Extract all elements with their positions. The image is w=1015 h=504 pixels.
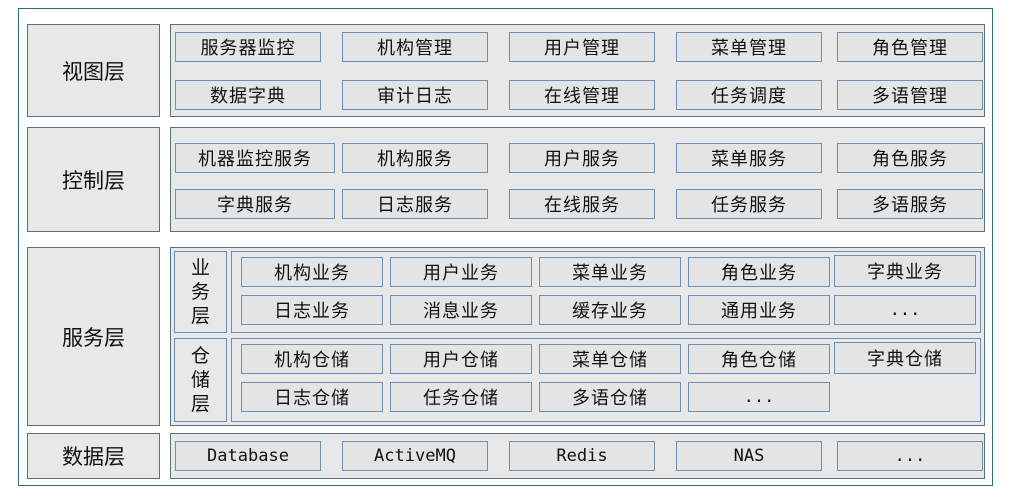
service-layer-label: 服务层: [27, 247, 160, 426]
repository-item: ...: [688, 382, 830, 412]
business-item: 字典业务: [834, 255, 976, 287]
view-item: 角色管理: [837, 32, 983, 62]
repository-label-char: 仓: [190, 345, 210, 367]
repository-item: 用户仓储: [390, 344, 532, 374]
view-item: 多语管理: [837, 80, 983, 110]
repository-item: 机构仓储: [241, 344, 383, 374]
repository-layer-label: 仓 储 层: [174, 338, 227, 422]
repository-item: 多语仓储: [539, 382, 681, 412]
architecture-frame: [18, 8, 993, 486]
business-label-char: 业: [190, 257, 210, 279]
view-item: 菜单管理: [676, 32, 822, 62]
business-item: 菜单业务: [539, 257, 681, 287]
control-item: 在线服务: [509, 189, 655, 219]
repository-item: 角色仓储: [688, 344, 830, 374]
control-item: 角色服务: [837, 143, 983, 173]
business-item: 日志业务: [241, 295, 383, 325]
control-item: 日志服务: [342, 189, 488, 219]
control-item: 菜单服务: [676, 143, 822, 173]
view-item: 机构管理: [342, 32, 488, 62]
business-item: 缓存业务: [539, 295, 681, 325]
business-layer-label: 业 务 层: [174, 251, 227, 333]
control-item: 机器监控服务: [175, 143, 335, 173]
data-item: Redis: [509, 441, 655, 471]
business-label-char: 层: [190, 305, 210, 327]
business-item: ...: [834, 295, 976, 325]
control-layer-label: 控制层: [27, 127, 160, 232]
control-item: 任务服务: [676, 189, 822, 219]
repository-item: 字典仓储: [834, 342, 976, 374]
control-item: 字典服务: [175, 189, 335, 219]
data-item: NAS: [676, 441, 822, 471]
view-item: 在线管理: [509, 80, 655, 110]
business-item: 用户业务: [390, 257, 532, 287]
business-label-char: 务: [190, 281, 210, 303]
business-item: 通用业务: [688, 295, 830, 325]
data-item: ...: [837, 441, 983, 471]
control-item: 多语服务: [837, 189, 983, 219]
repository-item: 任务仓储: [390, 382, 532, 412]
business-item: 角色业务: [688, 257, 830, 287]
repository-label-char: 储: [190, 369, 210, 391]
control-item: 机构服务: [342, 143, 488, 173]
view-layer-label: 视图层: [27, 24, 160, 117]
business-item: 机构业务: [241, 257, 383, 287]
repository-label-char: 层: [190, 393, 210, 415]
data-item: Database: [175, 441, 321, 471]
repository-item: 日志仓储: [241, 382, 383, 412]
view-item: 任务调度: [676, 80, 822, 110]
view-item: 服务器监控: [175, 32, 321, 62]
view-item: 用户管理: [509, 32, 655, 62]
control-item: 用户服务: [509, 143, 655, 173]
view-item: 数据字典: [175, 80, 321, 110]
view-item: 审计日志: [342, 80, 488, 110]
data-item: ActiveMQ: [342, 441, 488, 471]
repository-item: 菜单仓储: [539, 344, 681, 374]
data-layer-label: 数据层: [27, 433, 160, 479]
business-item: 消息业务: [390, 295, 532, 325]
